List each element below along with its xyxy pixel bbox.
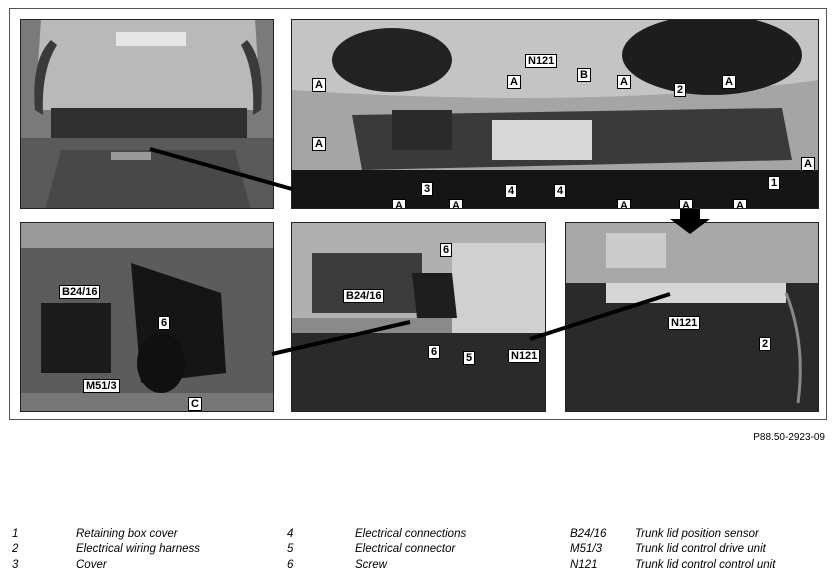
legend-num: B24/16 xyxy=(570,528,607,540)
legend-num: 2 xyxy=(12,543,19,555)
legend-row: 3 Cover 6 Screw N121 Trunk lid control c… xyxy=(0,559,837,574)
figure-code: P88.50-2923-09 xyxy=(753,432,825,443)
callout-M51-3: M51/3 xyxy=(83,379,120,393)
legend-row: 2 Electrical wiring harness 5 Electrical… xyxy=(0,543,837,558)
callout-2-right: 2 xyxy=(759,337,772,351)
photo-trunk-overview xyxy=(20,19,274,209)
legend-num: 6 xyxy=(287,559,294,571)
callout-A-11: A xyxy=(733,199,747,208)
callout-6-center: 6 xyxy=(428,345,441,359)
callout-N121-right: N121 xyxy=(668,316,701,330)
callout-B24-16-center: B24/16 xyxy=(343,289,385,303)
legend-text: Screw xyxy=(355,559,387,571)
callout-3: 3 xyxy=(421,182,434,196)
photo-position-sensor: 6 B24/16 6 5 N121 xyxy=(291,222,546,412)
legend-text: Electrical connector xyxy=(355,543,456,555)
callout-B: B xyxy=(577,68,591,82)
callout-B24-16-left: B24/16 xyxy=(59,285,101,299)
callout-5: 5 xyxy=(463,351,476,365)
callout-A-9: A xyxy=(617,199,631,208)
callout-6-left: 6 xyxy=(158,316,171,330)
legend-num: 1 xyxy=(12,528,19,540)
retaining-box-drawing xyxy=(292,20,818,208)
callout-A-3: A xyxy=(507,75,521,89)
legend-text: Electrical wiring harness xyxy=(76,543,200,555)
legend-row: 1 Retaining box cover 4 Electrical conne… xyxy=(0,528,837,543)
callout-C: C xyxy=(188,397,202,411)
callout-N121-top: N121 xyxy=(525,54,558,68)
legend-text: Trunk lid control control unit xyxy=(635,559,776,571)
callout-2-top: 2 xyxy=(674,83,687,97)
callout-A-6: A xyxy=(801,157,815,171)
legend-text: Cover xyxy=(76,559,107,571)
position-sensor-drawing xyxy=(292,223,545,411)
callout-A-1: A xyxy=(312,78,326,92)
legend-text: Trunk lid control drive unit xyxy=(635,543,766,555)
legend-text: Electrical connections xyxy=(355,528,467,540)
callout-A-2: A xyxy=(312,137,326,151)
callout-A-8: A xyxy=(449,199,463,208)
legend-text: Retaining box cover xyxy=(76,528,178,540)
legend-text: Trunk lid position sensor xyxy=(635,528,759,540)
legend-num: N121 xyxy=(570,559,598,571)
callout-1: 1 xyxy=(768,176,781,190)
callout-N121-center: N121 xyxy=(508,349,541,363)
callout-A-5: A xyxy=(722,75,736,89)
callout-A-4: A xyxy=(617,75,631,89)
drive-unit-drawing xyxy=(21,223,273,411)
callout-A-10: A xyxy=(679,199,693,208)
figure-frame: A A A A A A A A A A A A B N121 2 3 4 4 1… xyxy=(9,8,827,420)
photo-control-unit: N121 2 xyxy=(565,222,819,412)
legend-num: 5 xyxy=(287,543,294,555)
callout-4-a: 4 xyxy=(505,184,518,198)
trunk-overview-drawing xyxy=(21,20,273,208)
legend-num: 3 xyxy=(12,559,19,571)
photo-retaining-box: A A A A A A A A A A A A B N121 2 3 4 4 1 xyxy=(291,19,819,209)
callout-4-b: 4 xyxy=(554,184,567,198)
callout-6-center-top: 6 xyxy=(440,243,453,257)
callout-A-7: A xyxy=(392,199,406,208)
photo-drive-unit: B24/16 6 M51/3 C xyxy=(20,222,274,412)
legend-num: M51/3 xyxy=(570,543,602,555)
legend-num: 4 xyxy=(287,528,294,540)
